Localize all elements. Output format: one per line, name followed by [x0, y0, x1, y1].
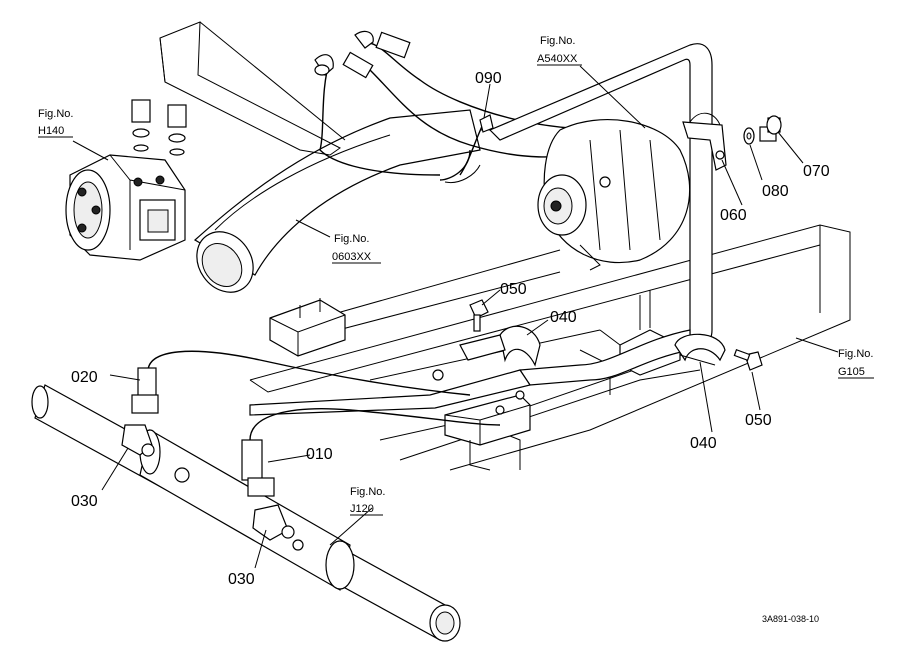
- figref-g105-label: Fig.No.: [838, 348, 873, 360]
- figref-j120-label: Fig.No.: [350, 486, 385, 498]
- steering-cylinder: [31, 384, 461, 642]
- steering-unit: [65, 99, 187, 261]
- alternator: [537, 119, 691, 271]
- figref-0603xx-code: 0603XX: [332, 251, 372, 263]
- figref-h140-code: H140: [38, 125, 64, 137]
- figref-a540xx: Fig.No. A540XX: [537, 35, 582, 66]
- callout-070: 070: [803, 163, 830, 180]
- callout-020: 020: [71, 369, 98, 386]
- clamp-060: [682, 112, 727, 171]
- callout-080: 080: [762, 183, 789, 200]
- callout-040-right: 040: [690, 435, 717, 452]
- callout-050-right: 050: [745, 412, 772, 429]
- clamp-040-center: [459, 325, 541, 367]
- figref-h140-label: Fig.No.: [38, 108, 73, 120]
- figref-h140: Fig.No. H140: [38, 108, 73, 138]
- elbow-030-right: [252, 504, 295, 541]
- hose-020: [131, 350, 471, 414]
- figref-0603xx-label: Fig.No.: [334, 233, 369, 245]
- callout-060: 060: [720, 207, 747, 224]
- elbow-030-left: [121, 424, 155, 457]
- callout-010: 010: [306, 446, 333, 463]
- callout-050-center: 050: [500, 281, 527, 298]
- figref-0603xx: Fig.No. 0603XX: [332, 233, 381, 264]
- clip-090: [459, 114, 494, 176]
- intake-hose: [193, 109, 481, 293]
- figref-j120-code: J120: [350, 503, 374, 515]
- clamp-040-front: [674, 333, 726, 366]
- bolt-070: [759, 115, 782, 142]
- figref-j120: Fig.No. J120: [350, 486, 385, 516]
- bolt-050-center: [469, 299, 489, 332]
- callout-030-right: 030: [228, 571, 255, 588]
- leader-lines: [72, 65, 839, 569]
- washer-080: [743, 127, 755, 145]
- callout-040-center: 040: [550, 309, 577, 326]
- hose-fittings: [314, 30, 411, 79]
- callout-030-left: 030: [71, 493, 98, 510]
- figref-a540xx-label: Fig.No.: [540, 35, 575, 47]
- figref-g105: Fig.No. G105: [838, 348, 874, 379]
- callout-090: 090: [475, 70, 502, 87]
- figref-g105-code: G105: [838, 366, 865, 378]
- hose-010: [241, 408, 501, 497]
- bolt-050-right: [733, 349, 763, 371]
- figref-a540xx-code: A540XX: [537, 53, 578, 65]
- drawing-code: 3A891-038-10: [762, 614, 819, 624]
